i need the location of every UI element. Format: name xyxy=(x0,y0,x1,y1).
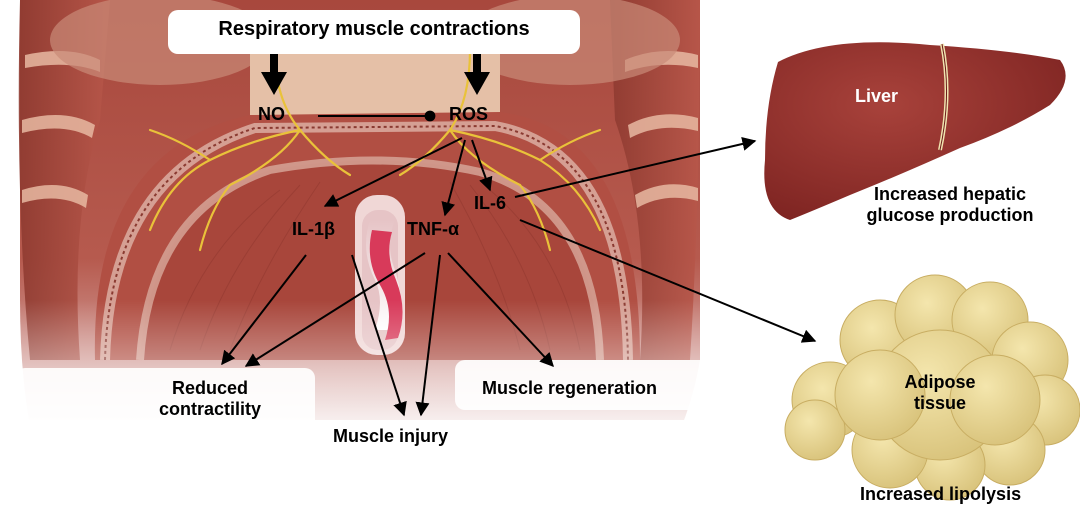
node-tnfa: TNF-α xyxy=(407,219,459,240)
node-no: NO xyxy=(258,104,285,125)
outcome-muscle-regeneration: Muscle regeneration xyxy=(482,378,657,399)
outcome-reduced-contractility-line2: contractility xyxy=(130,399,290,420)
node-il1b: IL-1β xyxy=(292,219,335,240)
outcome-reduced-contractility-line1: Reduced xyxy=(130,378,290,399)
adipose-label: Adipose tissue xyxy=(890,372,990,413)
outcome-muscle-injury: Muscle injury xyxy=(333,426,448,447)
node-il6: IL-6 xyxy=(474,193,506,214)
liver-caption-line1: Increased hepatic xyxy=(830,184,1070,205)
adipose-label-line1: Adipose xyxy=(890,372,990,393)
outcome-reduced-contractility: Reduced contractility xyxy=(130,378,290,419)
liver-label: Liver xyxy=(855,86,898,107)
liver-caption-line2: glucose production xyxy=(830,205,1070,226)
liver-caption: Increased hepatic glucose production xyxy=(830,184,1070,225)
node-ros: ROS xyxy=(449,104,488,125)
adipose-caption: Increased lipolysis xyxy=(860,484,1021,505)
adipose-label-line2: tissue xyxy=(890,393,990,414)
diagram-title: Respiratory muscle contractions xyxy=(168,18,580,41)
